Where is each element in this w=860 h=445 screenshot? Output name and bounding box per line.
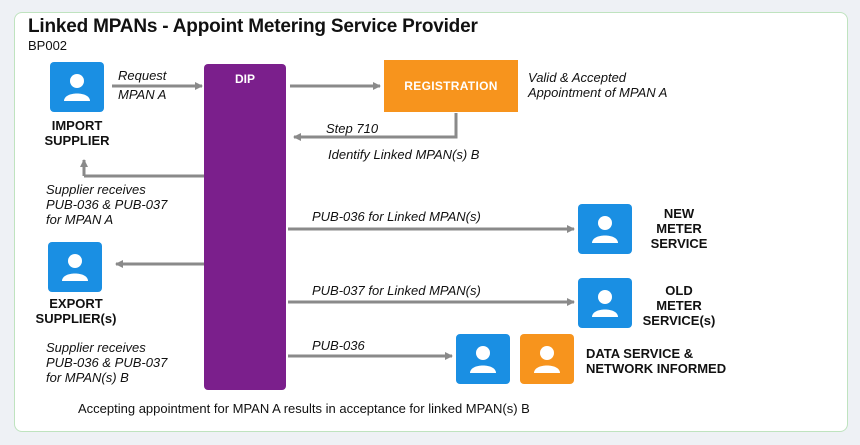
valid-accepted-note: Valid & Accepted Appointment of MPAN A (528, 70, 668, 100)
new-meter-avatar (578, 204, 632, 254)
identify-linked-note: Identify Linked MPAN(s) B (328, 147, 480, 162)
export-receives-note: Supplier receives PUB-036 & PUB-037 for … (46, 340, 168, 385)
export-supplier-avatar (48, 242, 102, 292)
diagram-title: Linked MPANs - Appoint Metering Service … (28, 16, 478, 37)
import-receives-note: Supplier receives PUB-036 & PUB-037 for … (46, 182, 168, 227)
person-icon (592, 216, 618, 243)
person-icon (592, 290, 618, 317)
registration-label: REGISTRATION (404, 79, 498, 93)
registration-box: REGISTRATION (384, 60, 518, 112)
dip-box: DIP (204, 64, 286, 390)
person-icon (470, 346, 496, 373)
import-supplier-label: IMPORT SUPPLIER (44, 118, 110, 148)
export-supplier-label: EXPORT SUPPLIER(s) (35, 296, 117, 326)
data-service-label: DATA SERVICE & NETWORK INFORMED (586, 346, 727, 376)
pub037-old-note: PUB-037 for Linked MPAN(s) (312, 283, 481, 298)
arrow-step710 (293, 113, 458, 141)
pub036-new-note: PUB-036 for Linked MPAN(s) (312, 209, 481, 224)
request-note: Request MPAN A (118, 68, 167, 102)
step710-note: Step 710 (326, 121, 379, 136)
new-meter-service-label: NEW METER SERVICE (650, 206, 708, 251)
import-supplier-avatar (50, 62, 104, 112)
old-meter-service-label: OLD METER SERVICE(s) (642, 283, 716, 328)
data-service-avatar (456, 334, 510, 384)
person-icon (62, 254, 88, 281)
footer-caption: Accepting appointment for MPAN A results… (78, 401, 530, 416)
process-code: BP002 (28, 38, 68, 53)
dip-label: DIP (234, 72, 255, 86)
network-avatar (520, 334, 574, 384)
person-icon (534, 346, 560, 373)
pub036-note: PUB-036 (312, 338, 365, 353)
old-meter-avatar (578, 278, 632, 328)
person-icon (64, 74, 90, 101)
